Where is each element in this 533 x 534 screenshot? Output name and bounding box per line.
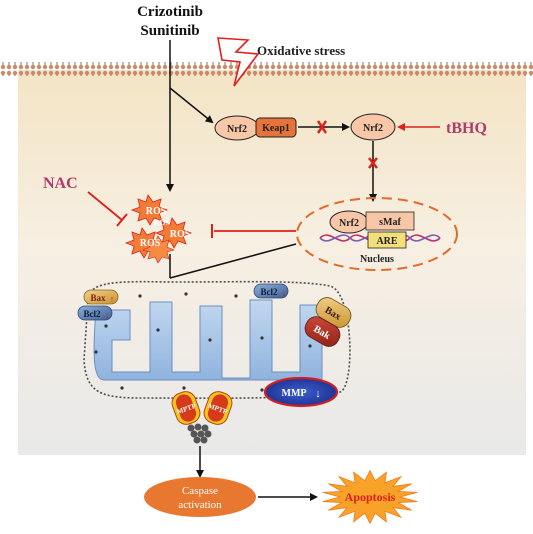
mmp-down-arrow: ↓ bbox=[315, 388, 321, 400]
bcl2-left-label: Bcl2 bbox=[84, 309, 101, 319]
bcl2-left-capsule bbox=[77, 305, 113, 321]
inhibit-bar-nac bbox=[116, 213, 128, 227]
mitochondrion bbox=[83, 280, 351, 400]
ros-label-2: ROS bbox=[170, 229, 191, 240]
mptp-right-pore: MPTP bbox=[203, 391, 233, 425]
nucleus-merge-line bbox=[169, 243, 297, 279]
keap1-box bbox=[255, 117, 297, 138]
mito-outer-membrane bbox=[83, 280, 351, 400]
drug-name-crizotinib: Crizotinib bbox=[137, 4, 203, 20]
apoptosis-label: Apoptosis bbox=[345, 490, 396, 504]
nrf2-free-oval bbox=[350, 113, 396, 141]
smaf-box bbox=[365, 211, 415, 231]
mmp-label: MMP bbox=[282, 388, 307, 399]
nucleus-label: Nucleus bbox=[360, 254, 394, 265]
ros-cluster: ROS ROS ROS ROS bbox=[124, 194, 193, 264]
mptp-left-pore: MPTP bbox=[171, 391, 201, 425]
ros-star-2 bbox=[154, 217, 193, 249]
bax-bak-channel: Bax Bak bbox=[304, 297, 352, 347]
drug-name-sunitinib: Sunitinib bbox=[140, 23, 199, 39]
caspase-line1: Caspase bbox=[182, 485, 218, 497]
smaf-label: sMaf bbox=[379, 217, 401, 228]
arrow-drug-to-nrf2keap1 bbox=[169, 87, 214, 124]
bak-right-barrel bbox=[304, 316, 341, 347]
block-x-icon-1 bbox=[316, 120, 328, 134]
lightning-icon bbox=[217, 37, 260, 87]
ros-label-1: ROS bbox=[146, 206, 167, 217]
keap1-label: Keap1 bbox=[262, 123, 290, 134]
bcl2-right-down-arrow: ↓ bbox=[282, 288, 287, 298]
inhibit-nac-to-ros bbox=[87, 191, 123, 221]
cytochrome-c-cluster-icon bbox=[187, 423, 212, 444]
are-label: ARE bbox=[376, 236, 397, 247]
ros-star-1 bbox=[130, 194, 169, 226]
caspase-oval bbox=[144, 477, 256, 517]
bax-left-up-arrow: ↑ bbox=[110, 294, 115, 304]
bax-left-label: Bax bbox=[90, 293, 106, 303]
mmp-oval bbox=[263, 376, 339, 408]
nucleus-nrf2-label: Nrf2 bbox=[339, 218, 359, 229]
bcl2-right-label: Bcl2 bbox=[261, 287, 278, 297]
cell-membrane bbox=[0, 62, 533, 76]
caspase-line2: activation bbox=[178, 499, 222, 511]
ros-label-3: ROS bbox=[140, 238, 161, 249]
mito-inner-cristae bbox=[93, 299, 323, 381]
nac-label: NAC bbox=[43, 175, 78, 192]
oxidative-stress-label: Oxidative stress bbox=[257, 43, 345, 58]
block-x-icon-2 bbox=[368, 157, 378, 169]
bax-left-capsule bbox=[83, 289, 119, 305]
bcl2-left-down-arrow: ↓ bbox=[105, 310, 110, 320]
nrf2-keap1-nrf2-label: Nrf2 bbox=[227, 124, 247, 135]
apoptosis-starburst bbox=[322, 469, 418, 525]
nucleus-boundary bbox=[296, 197, 458, 271]
are-box bbox=[367, 231, 407, 249]
ros-star-4 bbox=[142, 235, 175, 264]
tbhq-label: tBHQ bbox=[446, 120, 487, 137]
ros-label-4: ROS bbox=[154, 218, 171, 227]
bcl2-right-capsule bbox=[253, 283, 289, 299]
nrf2-free-label: Nrf2 bbox=[363, 123, 383, 134]
